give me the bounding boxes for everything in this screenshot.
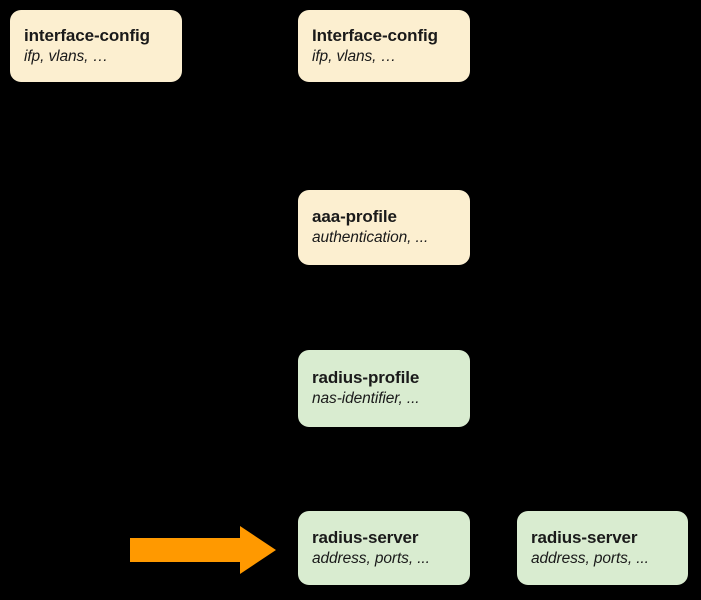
node-radius-profile[interactable]: radius-profile nas-identifier, ... (298, 350, 470, 427)
node-interface-config-left[interactable]: interface-config ifp, vlans, … (10, 10, 182, 82)
node-title: interface-config (24, 25, 150, 45)
node-aaa-profile[interactable]: aaa-profile authentication, ... (298, 190, 470, 265)
node-subtitle: ifp, vlans, … (24, 47, 108, 65)
node-subtitle: authentication, ... (312, 229, 429, 247)
node-interface-config-mid[interactable]: Interface-config ifp, vlans, … (298, 10, 470, 82)
node-subtitle: address, ports, ... (531, 549, 649, 567)
node-subtitle: address, ports, ... (312, 549, 430, 567)
node-radius-server-mid[interactable]: radius-server address, ports, ... (298, 511, 470, 585)
node-title: Interface-config (312, 25, 438, 45)
node-title: aaa-profile (312, 207, 397, 227)
node-radius-server-right[interactable]: radius-server address, ports, ... (517, 511, 688, 585)
node-subtitle: nas-identifier, ... (312, 390, 420, 408)
node-title: radius-server (312, 527, 419, 547)
right-arrow-icon (130, 526, 276, 574)
node-subtitle: ifp, vlans, … (312, 47, 396, 65)
node-title: radius-profile (312, 368, 420, 388)
node-title: radius-server (531, 527, 638, 547)
